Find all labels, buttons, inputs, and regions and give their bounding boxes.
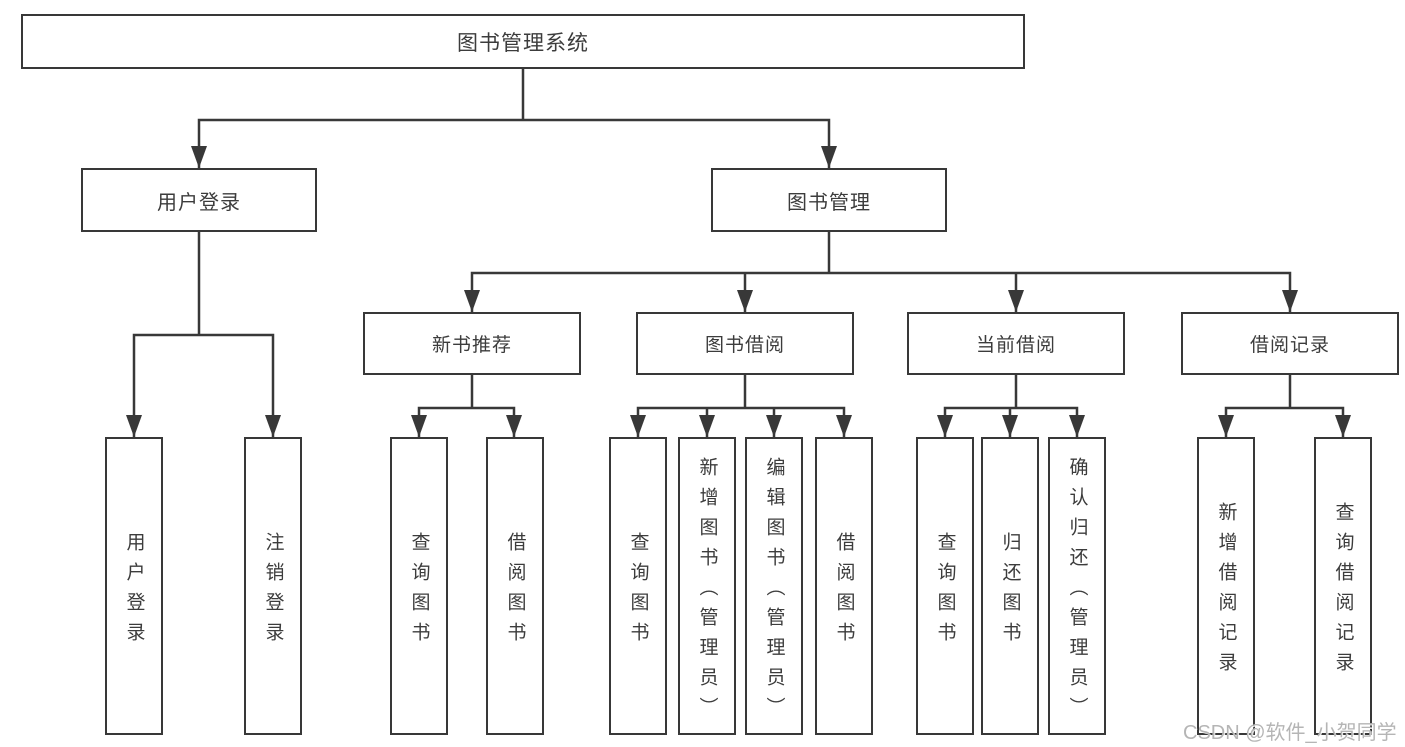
leaf-bb-query-books-label: 查询图书 [627, 531, 649, 652]
leaf-cb-return-books: 归还图书 [981, 437, 1039, 735]
leaf-br-query-record: 查询借阅记录 [1314, 437, 1372, 735]
node-borrowing-records: 借阅记录 [1181, 312, 1399, 375]
leaf-bb-edit-books: 编辑图书（管理员） [745, 437, 803, 735]
leaf-bb-borrow-books: 借阅图书 [815, 437, 873, 735]
node-user-login: 用户登录 [81, 168, 317, 232]
leaf-br-add-record: 新增借阅记录 [1197, 437, 1255, 735]
csdn-watermark: CSDN @软件_小贺同学 [1183, 722, 1397, 744]
node-book-borrowing: 图书借阅 [636, 312, 854, 375]
leaf-bb-borrow-books-label: 借阅图书 [833, 531, 855, 652]
leaf-rec-borrow-books-label: 借阅图书 [504, 531, 526, 652]
leaf-rec-query-books: 查询图书 [390, 437, 448, 735]
leaf-br-add-record-label: 新增借阅记录 [1215, 501, 1237, 682]
node-borrowing-records-label: 借阅记录 [1249, 335, 1330, 356]
leaf-user-login: 用户登录 [105, 437, 163, 735]
leaf-cb-confirm-return: 确认归还（管理员） [1048, 437, 1106, 735]
node-current-borrowing-label: 当前借阅 [975, 335, 1056, 356]
node-new-book-recommend-label: 新书推荐 [431, 335, 512, 356]
leaf-cb-confirm-return-label: 确认归还（管理员） [1066, 456, 1088, 727]
node-current-borrowing: 当前借阅 [907, 312, 1125, 375]
leaf-br-query-record-label: 查询借阅记录 [1332, 501, 1354, 682]
leaf-cb-query-books-label: 查询图书 [934, 531, 956, 652]
leaf-rec-query-books-label: 查询图书 [408, 531, 430, 652]
node-root: 图书管理系统 [21, 14, 1025, 69]
leaf-user-login-label: 用户登录 [123, 531, 145, 652]
leaf-logout-label: 注销登录 [262, 531, 284, 652]
leaf-bb-add-books: 新增图书（管理员） [678, 437, 736, 735]
node-book-management: 图书管理 [711, 168, 947, 232]
node-book-management-label: 图书管理 [787, 191, 871, 214]
leaf-bb-edit-books-label: 编辑图书（管理员） [763, 456, 785, 727]
node-new-book-recommend: 新书推荐 [363, 312, 581, 375]
leaf-cb-query-books: 查询图书 [916, 437, 974, 735]
node-root-label: 图书管理系统 [457, 31, 589, 55]
leaf-bb-add-books-label: 新增图书（管理员） [696, 456, 718, 727]
leaf-bb-query-books: 查询图书 [609, 437, 667, 735]
leaf-logout: 注销登录 [244, 437, 302, 735]
node-book-borrowing-label: 图书借阅 [704, 335, 785, 356]
node-user-login-label: 用户登录 [157, 191, 241, 214]
leaf-rec-borrow-books: 借阅图书 [486, 437, 544, 735]
leaf-cb-return-books-label: 归还图书 [999, 531, 1021, 652]
